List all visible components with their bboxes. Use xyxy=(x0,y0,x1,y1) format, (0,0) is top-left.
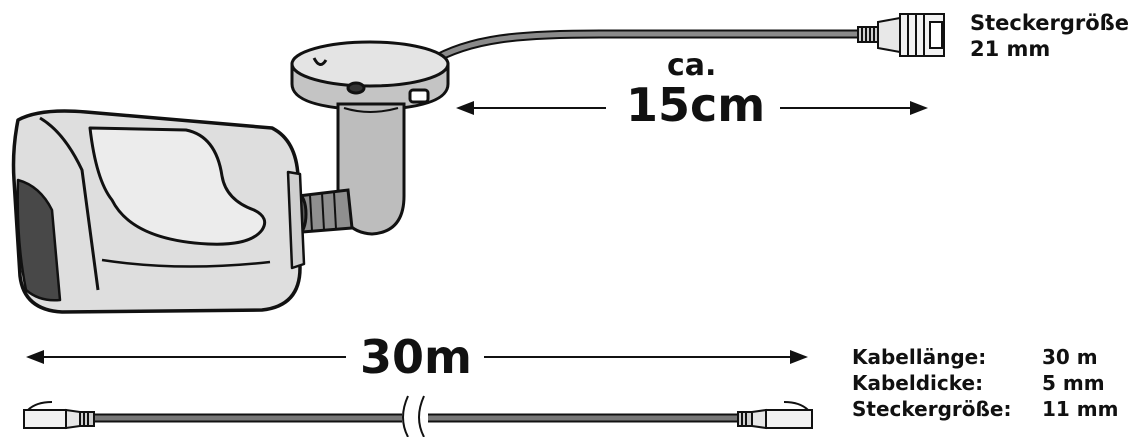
rj45-connector-top xyxy=(857,13,945,57)
camera-housing xyxy=(11,109,306,314)
spec-value: 11 mm xyxy=(1042,397,1119,421)
cable-length-label: 30m xyxy=(352,330,480,384)
spec-row: Kabeldicke: 5 mm xyxy=(852,370,1118,396)
pigtail-length-label: 15cm xyxy=(618,78,774,132)
cable-specs-table: Kabellänge: 30 m Kabeldicke: 5 mm Stecke… xyxy=(852,344,1118,422)
arrow-15cm xyxy=(456,101,928,115)
approx-label: ca. xyxy=(667,48,717,83)
arrow-30m xyxy=(26,350,808,364)
rj45-plug-right xyxy=(737,401,813,430)
spec-value: 30 m xyxy=(1042,345,1098,369)
spec-row: Kabellänge: 30 m xyxy=(852,344,1118,370)
spec-label: Kabeldicke: xyxy=(852,371,984,395)
mount-base xyxy=(290,40,450,112)
spec-label: Steckergröße: xyxy=(852,397,1012,421)
spec-label: Kabellänge: xyxy=(852,345,987,369)
connector-size-spec: Steckergröße 21 mm xyxy=(970,10,1129,62)
spec-value: 5 mm xyxy=(1042,371,1105,395)
connector-size-title: Steckergröße xyxy=(970,11,1130,35)
connector-size-value: 21 mm xyxy=(970,37,1051,61)
patch-cable xyxy=(92,395,740,437)
spec-row: Steckergröße: 11 mm xyxy=(852,396,1118,422)
rj45-plug-left xyxy=(23,401,95,430)
